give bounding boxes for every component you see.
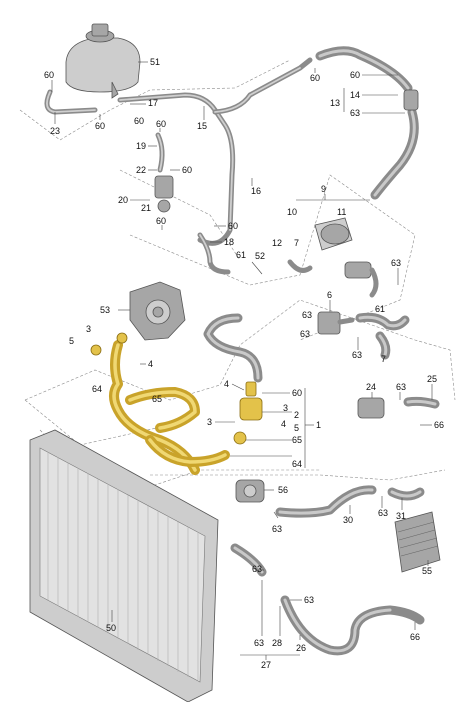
hose-28-26 — [230, 543, 425, 656]
callout-65: 65 — [292, 435, 302, 445]
callout-11: 11 — [337, 207, 346, 217]
callout-61: 61 — [236, 250, 246, 260]
coolant-pump-53 — [129, 281, 186, 341]
callout-17: 17 — [148, 98, 158, 108]
connector-20-21 — [154, 175, 174, 213]
callout-5: 5 — [294, 423, 299, 433]
highlighted-hose-64 — [109, 340, 200, 475]
callout-55: 55 — [422, 566, 432, 576]
callout-31: 31 — [396, 511, 406, 521]
hose-13 — [315, 46, 419, 200]
callout-5: 5 — [69, 336, 74, 346]
callout-63: 63 — [396, 382, 406, 392]
callout-18: 18 — [224, 237, 234, 247]
callout-14: 14 — [350, 90, 360, 100]
highlighted-connector-2 — [90, 332, 263, 445]
callout-52: 52 — [255, 251, 265, 261]
callout-24: 24 — [366, 382, 376, 392]
callout-60: 60 — [228, 221, 238, 231]
callout-66: 66 — [410, 632, 420, 642]
callout-1: 1 — [316, 420, 321, 430]
callout-3: 3 — [86, 324, 91, 334]
highlighted-hose-65 — [125, 387, 230, 467]
callout-4: 4 — [224, 379, 229, 389]
callout-20: 20 — [118, 195, 128, 205]
callout-65: 65 — [152, 394, 162, 404]
callout-7: 7 — [381, 354, 386, 364]
callout-60: 60 — [134, 116, 144, 126]
callout-28: 28 — [272, 638, 282, 648]
callout-19: 19 — [136, 141, 146, 151]
valve-assembly-9 — [287, 217, 379, 298]
callout-60: 60 — [95, 121, 105, 131]
callout-13: 13 — [330, 98, 340, 108]
callout-64: 64 — [292, 459, 302, 469]
callout-3: 3 — [207, 417, 212, 427]
expansion-tank — [65, 23, 141, 99]
thermostat-6 — [317, 311, 355, 335]
callout-22: 22 — [136, 165, 146, 175]
callout-3: 3 — [283, 403, 288, 413]
hose-23 — [44, 89, 98, 115]
callout-7: 7 — [294, 238, 299, 248]
callout-63: 63 — [254, 638, 264, 648]
callout-labels: 51 60 23 60 17 60 15 60 19 22 60 16 20 2… — [44, 57, 444, 670]
callout-10: 10 — [287, 207, 297, 217]
callout-60: 60 — [156, 216, 166, 226]
callout-27: 27 — [261, 660, 271, 670]
callout-63: 63 — [304, 595, 314, 605]
callout-9: 9 — [321, 184, 326, 194]
callout-63: 63 — [272, 524, 282, 534]
hose-30 — [275, 485, 425, 518]
callout-63: 63 — [352, 350, 362, 360]
callout-30: 30 — [343, 515, 353, 525]
callout-15: 15 — [197, 121, 207, 131]
callout-60: 60 — [310, 73, 320, 83]
callout-63: 63 — [252, 564, 262, 574]
callout-4: 4 — [281, 419, 286, 429]
callout-60: 60 — [350, 70, 360, 80]
callout-60: 60 — [292, 388, 302, 398]
callout-16: 16 — [251, 186, 261, 196]
callout-12: 12 — [272, 238, 282, 248]
callout-61: 61 — [375, 304, 385, 314]
callout-63: 63 — [350, 108, 360, 118]
hose-61-group — [355, 312, 410, 360]
vent-line-15 — [117, 57, 313, 246]
callout-21: 21 — [141, 203, 151, 213]
callout-26: 26 — [296, 643, 306, 653]
oil-cooler-55 — [394, 511, 441, 573]
callout-25: 25 — [427, 374, 437, 384]
radiator-50 — [29, 429, 219, 702]
hose-19 — [155, 132, 165, 173]
callout-63: 63 — [378, 508, 388, 518]
callout-60: 60 — [182, 165, 192, 175]
callout-63: 63 — [302, 310, 312, 320]
callout-51: 51 — [150, 57, 160, 67]
aux-pump-56 — [235, 479, 265, 503]
callout-50: 50 — [106, 623, 116, 633]
callout-60: 60 — [156, 119, 166, 129]
hose-18 — [197, 232, 231, 275]
callout-66: 66 — [434, 420, 444, 430]
valve-24 — [357, 396, 440, 419]
callout-2: 2 — [294, 410, 299, 420]
callout-56: 56 — [278, 485, 288, 495]
callout-53: 53 — [100, 305, 110, 315]
callout-6: 6 — [327, 290, 332, 300]
callout-60: 60 — [44, 70, 54, 80]
callout-23: 23 — [50, 126, 60, 136]
callout-64: 64 — [92, 384, 102, 394]
callout-4: 4 — [148, 359, 153, 369]
callout-63: 63 — [300, 329, 310, 339]
callout-63: 63 — [391, 258, 401, 268]
hose-upper-loop — [203, 313, 263, 383]
